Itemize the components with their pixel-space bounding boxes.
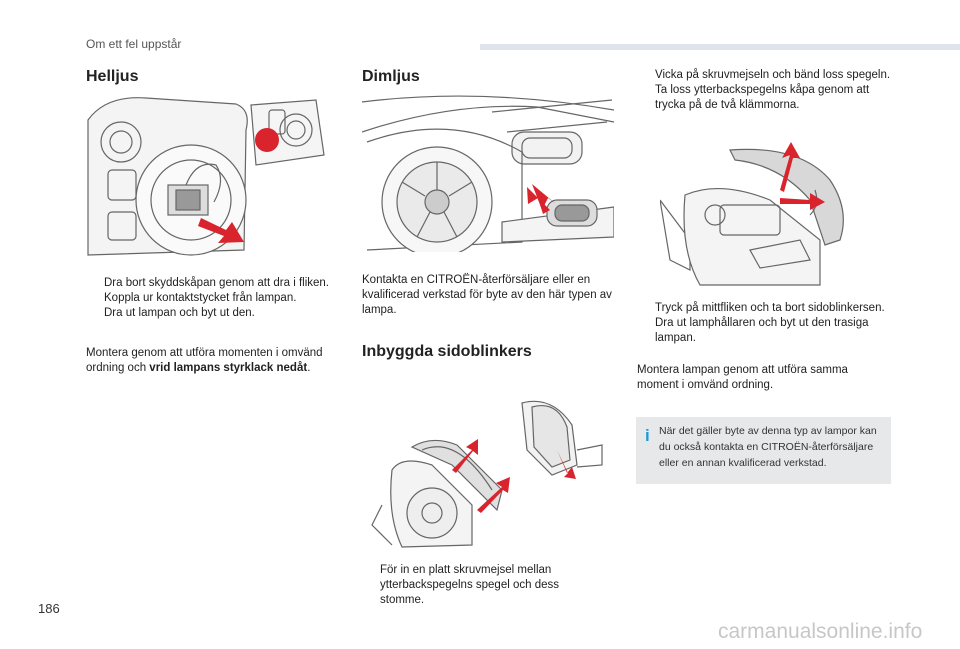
info-note: i När det gäller byte av denna typ av la…: [636, 417, 891, 484]
list-item: Koppla ur kontaktstycket från lampan.: [104, 292, 297, 304]
list-item: Dra bort skyddskåpan genom att dra i fli…: [104, 277, 330, 289]
heading-dimljus: Dimljus: [362, 68, 420, 85]
mirror-steps-top: Vicka på skruvmejseln och bänd loss speg…: [637, 68, 892, 113]
sidoblinkers-step: För in en platt skruvmejsel mellan ytter…: [362, 563, 602, 608]
list-item: För in en platt skruvmejsel mellan ytter…: [380, 564, 559, 606]
heading-helljus: Helljus: [86, 68, 139, 85]
heading-sidoblinkers: Inbyggda sidoblinkers: [362, 343, 532, 360]
info-note-text: När det gäller byte av denna typ av lamp…: [659, 425, 877, 469]
headlight-bulb-illustration: [87, 97, 325, 256]
mirror-paragraph: Montera lampan genom att utföra samma mo…: [637, 364, 848, 391]
list-item: Ta loss ytterbackspegelns kåpa genom att…: [655, 84, 870, 111]
mirror-housing-illustration: [660, 142, 844, 286]
list-item: Tryck på mittfliken och ta bort sidoblin…: [655, 302, 885, 314]
header-bar: [480, 44, 960, 50]
watermark: carmanualsonline.info: [718, 620, 923, 643]
page-number: 186: [38, 601, 60, 616]
section-title: Om ett fel uppstår: [86, 37, 182, 51]
list-item: Dra ut lampan och byt ut den.: [104, 307, 255, 319]
list-item: Dra ut lamphållaren och byt ut den trasi…: [655, 317, 869, 344]
fog-light-illustration: [362, 95, 614, 252]
mirror-steps-bottom: Tryck på mittfliken och ta bort sidoblin…: [637, 301, 892, 346]
helljus-paragraph: Montera genom att utföra momenten i omvä…: [86, 347, 323, 374]
list-item: Vicka på skruvmejseln och bänd loss speg…: [655, 69, 891, 81]
info-icon: i: [645, 426, 650, 445]
dimljus-paragraph: Kontakta en CITROËN-återförsäljare eller…: [362, 274, 612, 316]
helljus-steps: Dra bort skyddskåpan genom att dra i fli…: [86, 276, 341, 321]
mirror-indicator-illustration: [371, 400, 603, 548]
